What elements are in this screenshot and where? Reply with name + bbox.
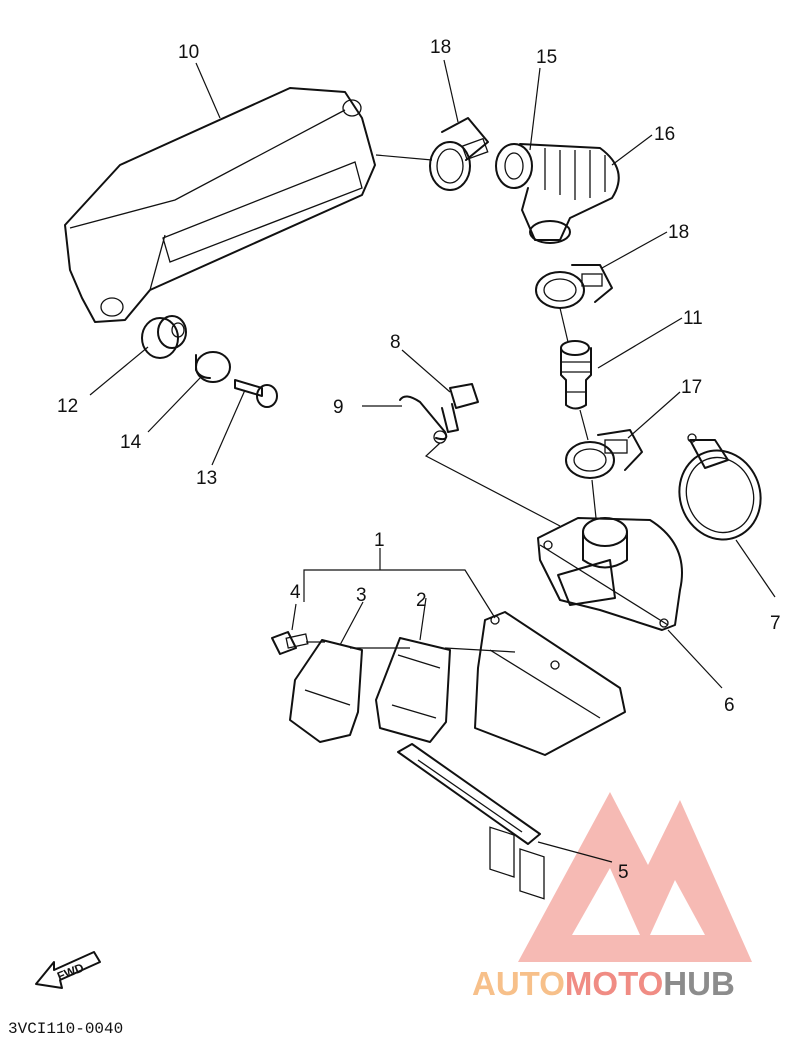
callout-10: 10 (178, 42, 199, 63)
callout-18-upper: 18 (430, 37, 451, 58)
callout-13: 13 (196, 468, 217, 489)
watermark-text-hub: HUB (663, 965, 735, 1002)
callout-9: 9 (333, 397, 344, 418)
callout-14: 14 (120, 432, 142, 453)
callout-4: 4 (290, 582, 301, 603)
reed-valve-assembly (474, 611, 626, 900)
reed-stopper (289, 639, 363, 743)
callout-1: 1 (374, 530, 385, 551)
callout-2: 2 (416, 590, 427, 611)
watermark-text-moto: MOTO (565, 965, 663, 1002)
leader-lines (89, 59, 776, 863)
reed-screw (271, 631, 325, 655)
callout-6: 6 (724, 695, 735, 716)
gasket (397, 743, 541, 845)
callout-11: 11 (683, 308, 703, 329)
callout-3: 3 (356, 585, 367, 606)
grommet (141, 315, 187, 359)
callout-15: 15 (536, 47, 557, 68)
reed-petal (375, 637, 451, 743)
band-clamp (678, 433, 762, 541)
clip (399, 395, 448, 444)
diagram-code: 3VCI110-0040 (8, 1020, 123, 1038)
air-box-cover (64, 87, 376, 323)
callout-17: 17 (681, 377, 702, 398)
callout-5: 5 (618, 862, 629, 883)
watermark-text: AUTOMOTOHUB (472, 965, 735, 1002)
callout-7: 7 (770, 613, 781, 634)
joint-pipe (560, 340, 592, 410)
callout-16: 16 (654, 124, 675, 145)
hose-clamp-upper (429, 117, 489, 191)
carburetor-joint (537, 517, 683, 631)
fwd-label: FWD (55, 960, 86, 983)
callout-18-middle: 18 (668, 222, 689, 243)
cover-screw (234, 379, 278, 408)
callout-8: 8 (390, 332, 401, 353)
watermark-logo-icon (518, 792, 752, 962)
collar (195, 351, 231, 383)
hose-clamp-lower (565, 429, 643, 479)
callout-numbers: 10 18 15 16 18 11 8 17 9 12 14 13 1 4 3 … (57, 37, 781, 883)
bolt (441, 383, 479, 433)
bellows-joint (495, 143, 620, 244)
hose-clamp-middle (535, 264, 613, 309)
forward-arrow-icon: FWD (35, 951, 101, 989)
watermark-text-auto: AUTO (472, 965, 565, 1002)
callout-12: 12 (57, 396, 78, 417)
